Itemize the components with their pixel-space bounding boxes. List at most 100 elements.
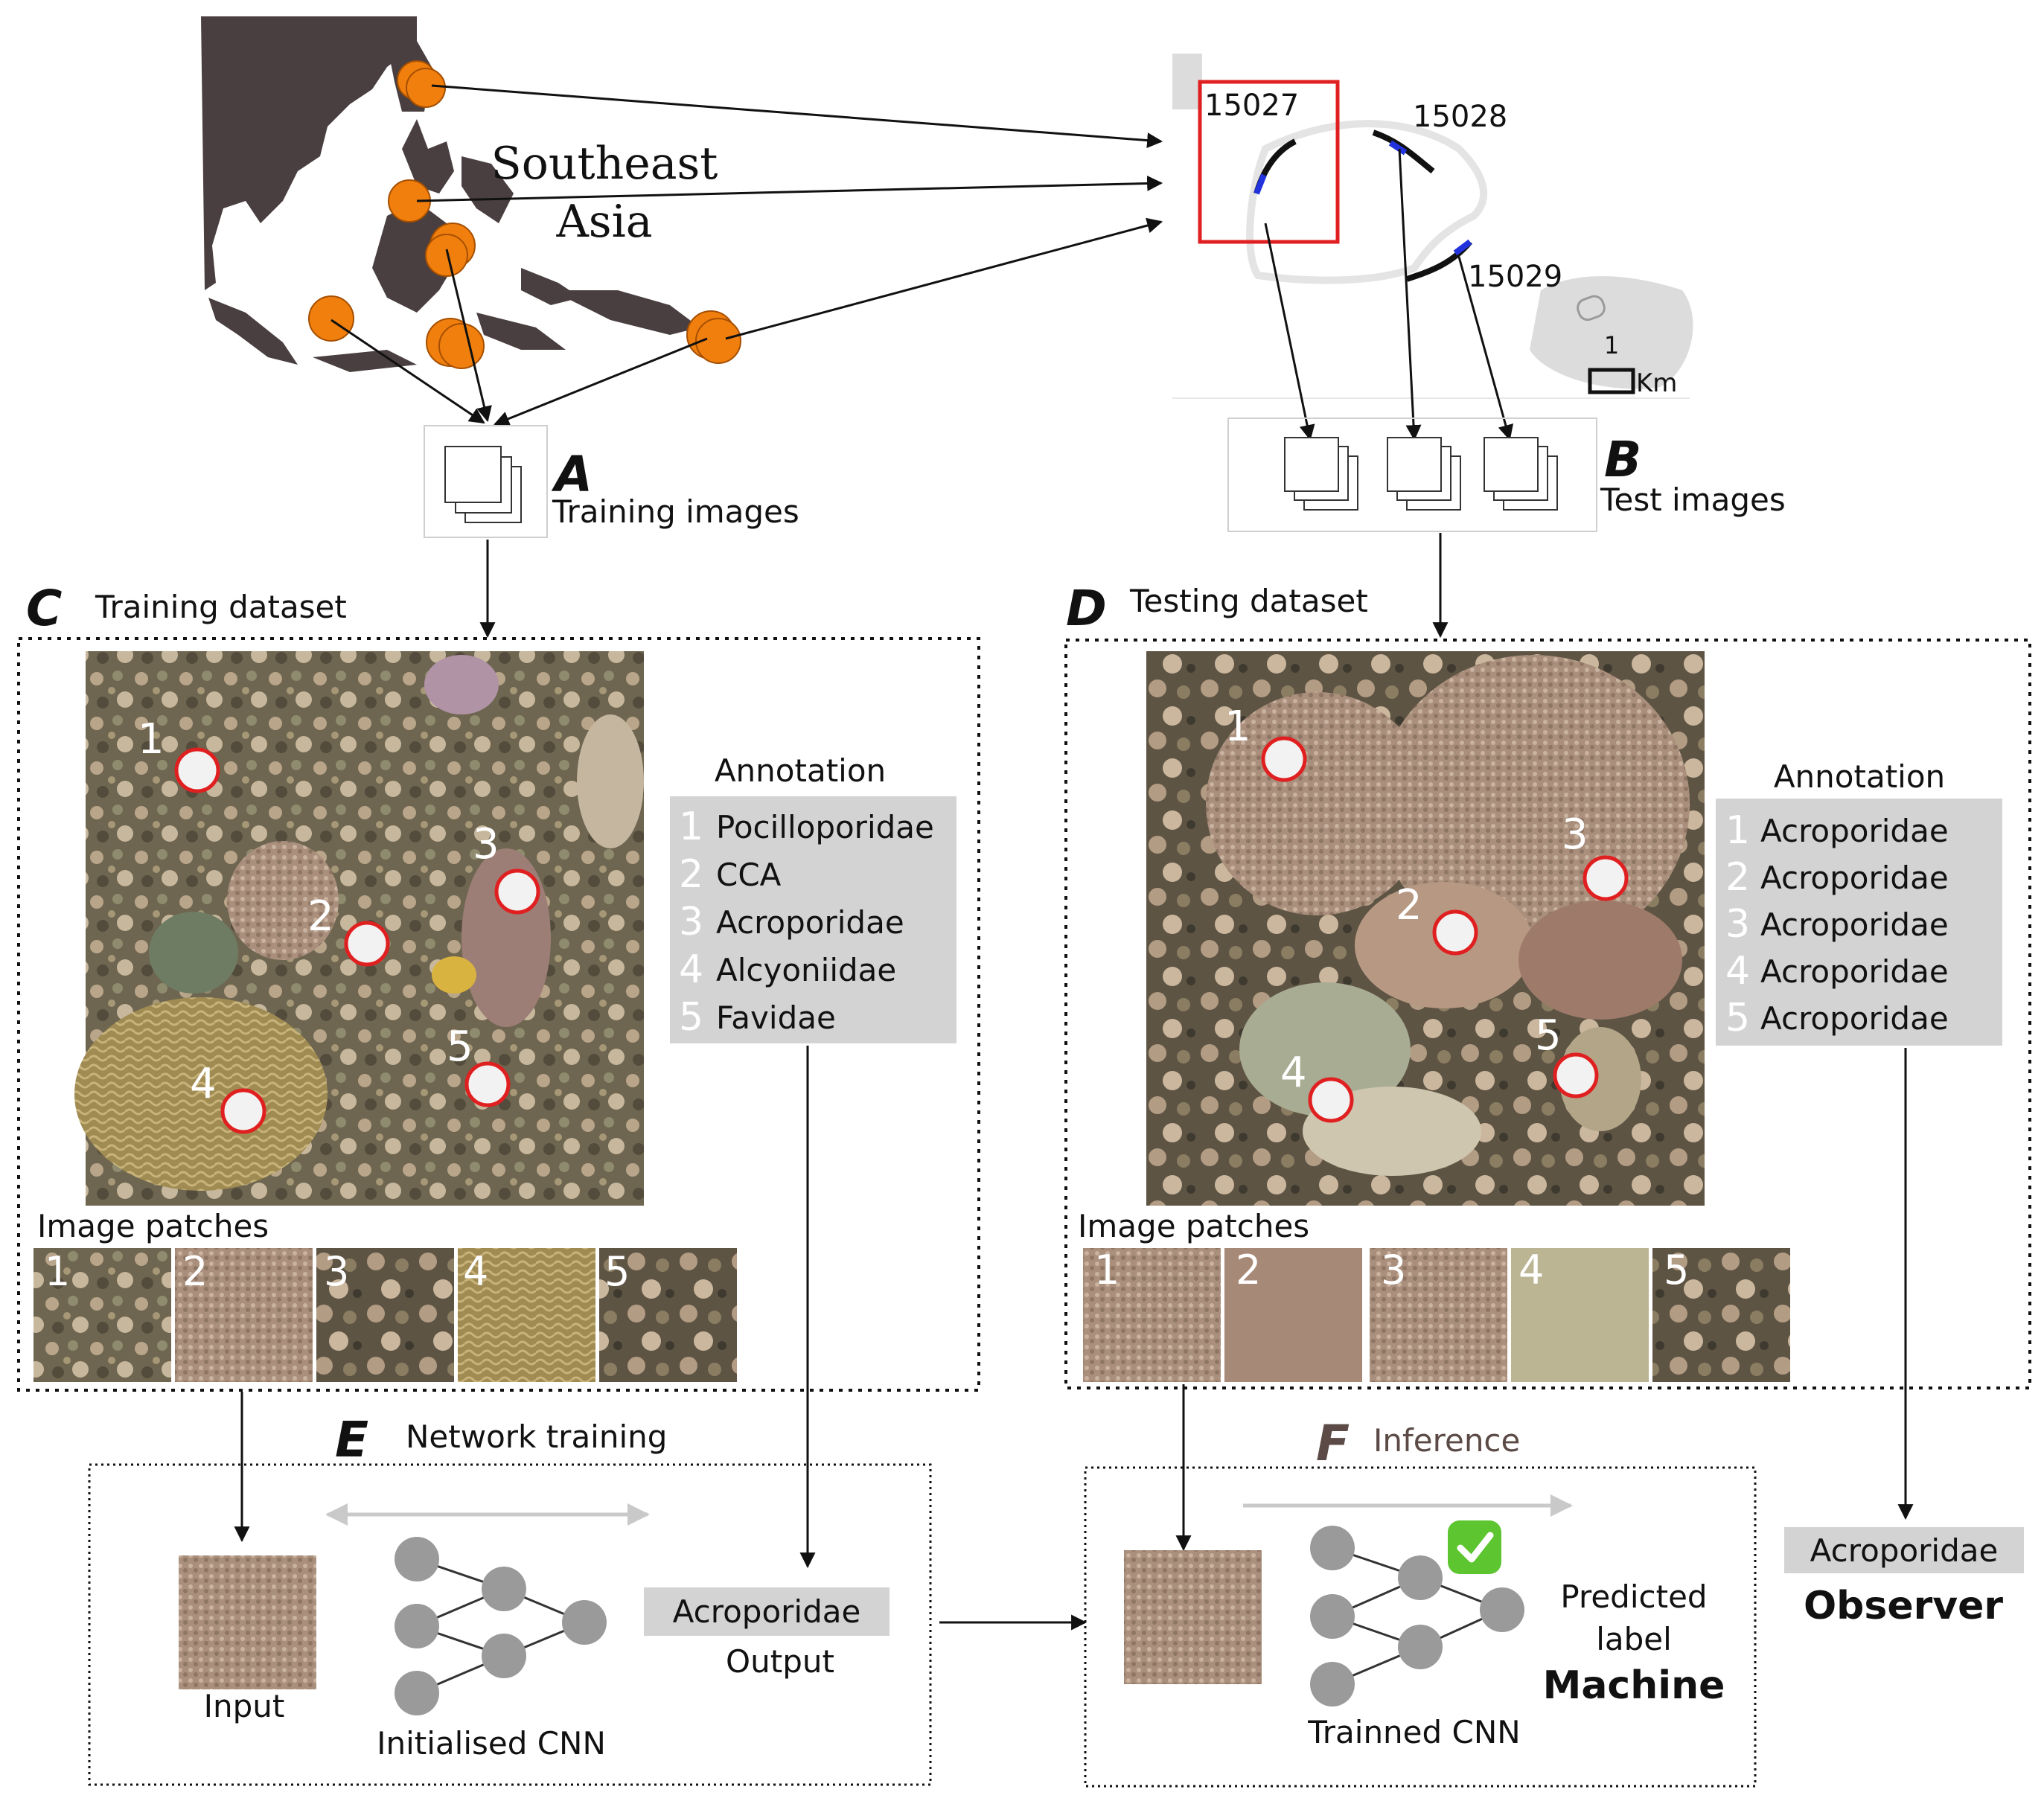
panel-letter-a: A bbox=[551, 446, 593, 503]
training-patches bbox=[33, 1248, 737, 1382]
output-label: Output bbox=[726, 1643, 834, 1680]
transect-label: 15029 bbox=[1468, 260, 1562, 294]
training-points bbox=[174, 747, 540, 1134]
site-marker bbox=[406, 68, 446, 108]
annotation-point bbox=[1582, 855, 1629, 901]
annotation-point bbox=[1308, 1077, 1354, 1123]
image-patch bbox=[1083, 1248, 1221, 1382]
annotation-number: 3 bbox=[679, 900, 703, 944]
site-markers bbox=[308, 60, 741, 369]
predicted-label-line2: label bbox=[1596, 1621, 1672, 1657]
point-number: 5 bbox=[447, 1023, 473, 1071]
predicted-label-line1: Predicted bbox=[1560, 1578, 1707, 1615]
test-images-box bbox=[1227, 418, 1597, 532]
point-number: 5 bbox=[1535, 1011, 1562, 1060]
cnn-node bbox=[1310, 1526, 1355, 1570]
annotation-label: Acroporidae bbox=[1760, 953, 1949, 990]
output-value: Acroporidae bbox=[673, 1593, 861, 1630]
check-icon bbox=[1448, 1520, 1501, 1574]
cnn-node bbox=[1398, 1555, 1443, 1600]
training-photo bbox=[74, 651, 644, 1206]
annotation-number: 5 bbox=[1725, 996, 1750, 1040]
site-arrows bbox=[330, 84, 1163, 426]
annotation-point bbox=[1261, 736, 1307, 782]
transect-arrows bbox=[1264, 148, 1514, 441]
annotation-header: Annotation bbox=[715, 752, 886, 789]
panel-letter-c: C bbox=[26, 580, 62, 637]
point-number: 1 bbox=[138, 715, 165, 764]
annotation-label: Acroporidae bbox=[1760, 813, 1949, 849]
network-training-frame bbox=[88, 1463, 932, 1786]
query-patch bbox=[1124, 1550, 1262, 1684]
output-box bbox=[644, 1587, 890, 1636]
panel-letter-e: E bbox=[335, 1411, 368, 1468]
test-images-caption: Test images bbox=[1600, 482, 1786, 518]
annotation-label: CCA bbox=[716, 857, 782, 893]
cnn-node bbox=[562, 1600, 607, 1645]
trained-cnn bbox=[1310, 1526, 1524, 1707]
annotation-label: Acroporidae bbox=[1760, 906, 1949, 943]
observer-value: Acroporidae bbox=[1810, 1532, 1999, 1569]
annotation-point bbox=[494, 869, 540, 915]
patch-number: 4 bbox=[463, 1248, 488, 1295]
training-images-box bbox=[424, 425, 548, 538]
trained-cnn-label: Trainned CNN bbox=[1307, 1714, 1520, 1750]
inference-frame bbox=[1084, 1466, 1757, 1788]
image-patch bbox=[316, 1248, 454, 1382]
point-number: 4 bbox=[1280, 1049, 1307, 1097]
image-patch bbox=[1652, 1248, 1790, 1382]
point-number: 2 bbox=[307, 892, 334, 941]
site-marker bbox=[695, 318, 741, 364]
image-stack-icon bbox=[1284, 437, 1558, 511]
annotation-label: Acroporidae bbox=[1760, 860, 1949, 896]
region-label-line1: Southeast bbox=[491, 138, 718, 190]
annotation-point bbox=[344, 921, 390, 967]
panel-letter-d: D bbox=[1066, 580, 1107, 637]
point-number: 4 bbox=[190, 1060, 217, 1108]
cnn-node bbox=[1398, 1625, 1443, 1669]
image-patch bbox=[1370, 1248, 1507, 1382]
annotation-label: Acroporidae bbox=[716, 904, 904, 941]
annotation-header: Annotation bbox=[1774, 758, 1945, 795]
scale-unit: Km bbox=[1636, 368, 1677, 398]
patch-number: 1 bbox=[45, 1248, 70, 1295]
testing-patches bbox=[1083, 1248, 1790, 1382]
cnn-node bbox=[395, 1604, 439, 1648]
annotation-point bbox=[174, 747, 220, 793]
patch-number: 4 bbox=[1518, 1247, 1544, 1293]
patch-number: 3 bbox=[1381, 1247, 1406, 1293]
cnn-node bbox=[395, 1671, 439, 1715]
site-marker bbox=[438, 323, 485, 369]
training-dataset-frame bbox=[17, 637, 980, 1392]
annotation-number: 2 bbox=[679, 852, 703, 897]
cnn-node bbox=[1310, 1594, 1355, 1639]
annotation-point bbox=[1432, 909, 1478, 956]
image-patches-label: Image patches bbox=[37, 1208, 269, 1244]
image-patch bbox=[1511, 1248, 1649, 1382]
cnn-node bbox=[482, 1567, 526, 1611]
annotation-point bbox=[1553, 1052, 1599, 1098]
image-patch bbox=[1224, 1248, 1362, 1382]
panel-letter-f: F bbox=[1316, 1415, 1350, 1472]
network-training-title: Network training bbox=[406, 1418, 667, 1455]
annotation-label: Pocilloporidae bbox=[716, 809, 934, 845]
annotation-point bbox=[220, 1088, 266, 1134]
annotation-label: Alcyoniidae bbox=[716, 952, 896, 988]
annotation-number: 1 bbox=[1725, 808, 1750, 853]
initialised-cnn bbox=[395, 1537, 607, 1715]
reef-map bbox=[1172, 54, 1693, 399]
site-marker bbox=[425, 234, 468, 277]
cnn-node bbox=[395, 1537, 439, 1581]
patch-number: 5 bbox=[1664, 1247, 1689, 1293]
image-patch bbox=[599, 1248, 737, 1382]
point-number: 3 bbox=[1562, 810, 1588, 859]
scale-bar bbox=[1588, 368, 1635, 394]
image-stack-icon bbox=[444, 446, 522, 523]
region-label-line2: Asia bbox=[555, 196, 652, 248]
initialised-cnn-label: Initialised CNN bbox=[377, 1725, 606, 1762]
testing-dataset-frame bbox=[1064, 639, 2031, 1389]
testing-dataset-title: Testing dataset bbox=[1129, 583, 1368, 619]
training-images-caption: Training images bbox=[552, 493, 799, 530]
cnn-node bbox=[1310, 1662, 1355, 1707]
